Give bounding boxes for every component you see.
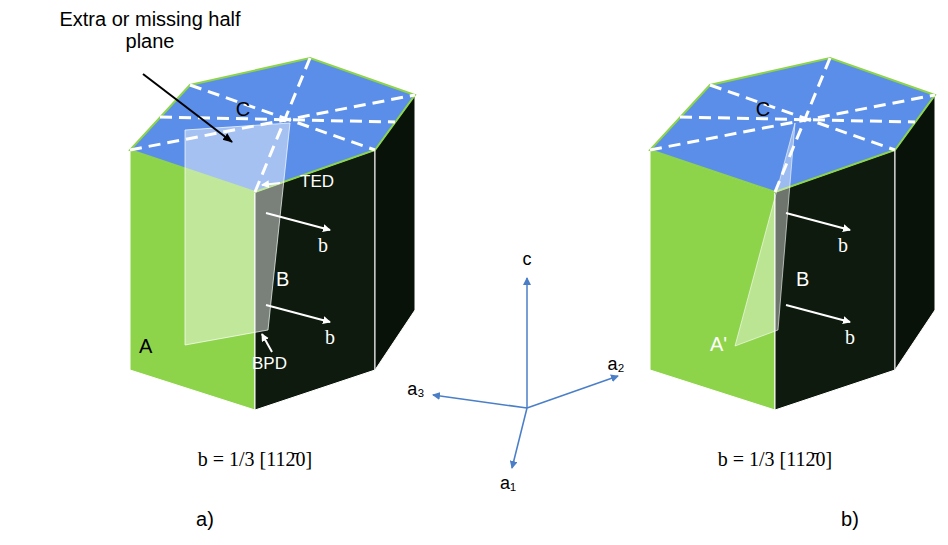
face-label: C (756, 98, 770, 120)
face-label: C (236, 98, 250, 120)
vector-label: b (318, 234, 328, 256)
face-label: B (276, 268, 289, 290)
face-label: A (139, 335, 152, 357)
crystal-prism (650, 58, 935, 410)
callout-label: TED (300, 173, 334, 192)
panel-label: b) (841, 508, 859, 530)
half-plane (185, 123, 290, 345)
burgers-vector (266, 305, 330, 322)
face-label: B (796, 268, 809, 290)
burgers-vector (266, 213, 330, 230)
burgers-formula: b = 1/3 [112̄0] (718, 448, 832, 470)
burgers-formula: b = 1/3 [112̄0] (198, 448, 312, 470)
callout-label: Extra or missing half plane (35, 8, 265, 52)
panel-label: a) (196, 508, 214, 530)
axis-label: a₁ (500, 474, 516, 494)
vector-label: b (325, 326, 335, 348)
axis-label: a₃ (407, 380, 424, 400)
leader-line (262, 183, 280, 185)
axes (433, 278, 618, 468)
axis-label: a₂ (608, 355, 625, 375)
vector-label: b (838, 234, 848, 256)
half-plane (735, 123, 795, 346)
axis-label: c (523, 250, 532, 270)
face-label: A' (710, 333, 727, 355)
leader-line (143, 74, 232, 142)
burgers-vector (786, 213, 850, 230)
burgers-vector (786, 305, 850, 322)
crystal-prism (130, 58, 415, 410)
callout-label: BPD (252, 355, 287, 374)
leader-line (262, 334, 272, 352)
vector-label: b (845, 326, 855, 348)
